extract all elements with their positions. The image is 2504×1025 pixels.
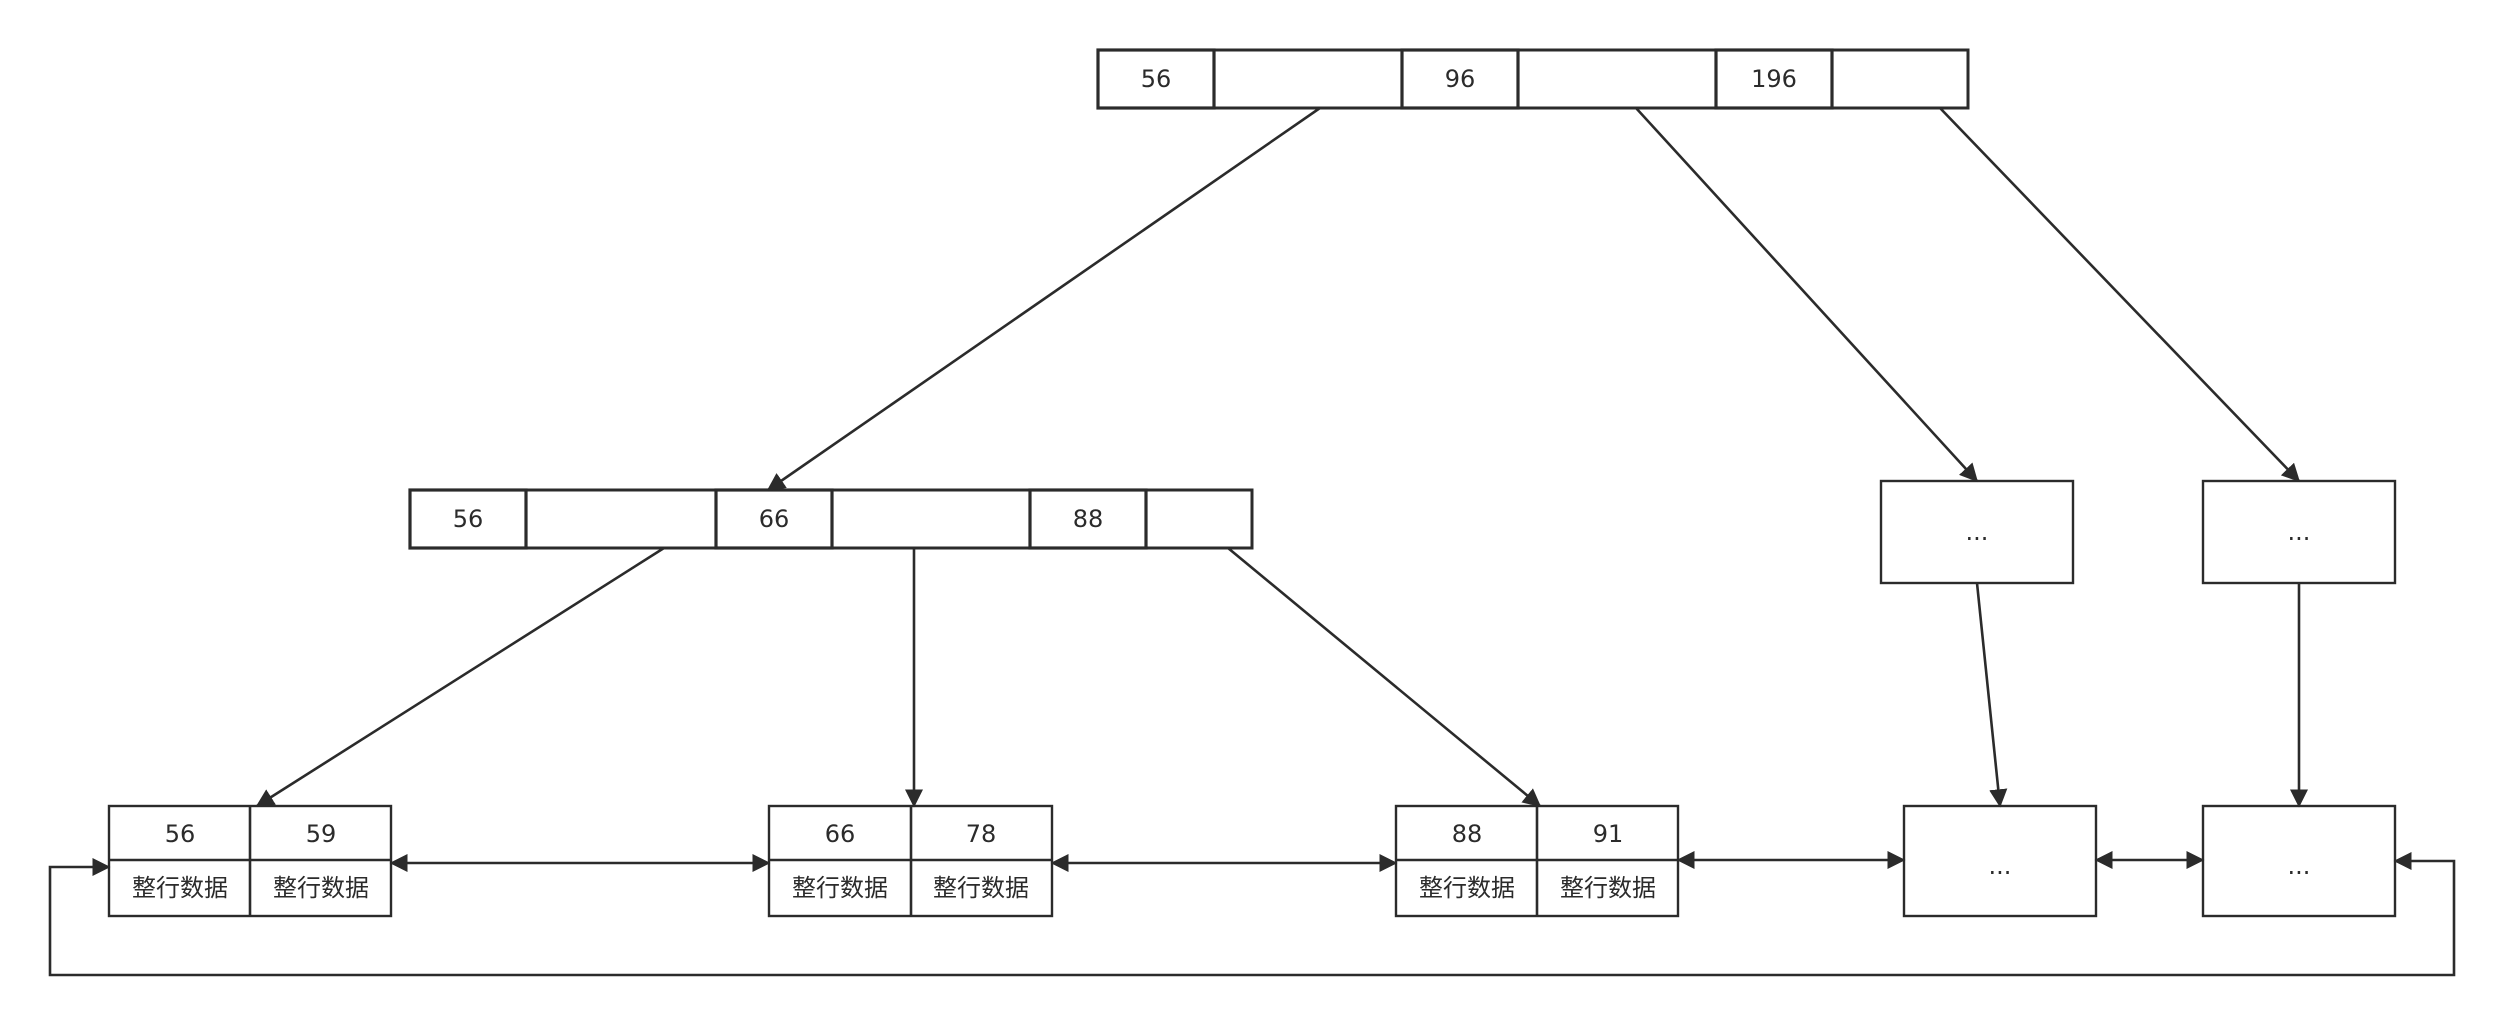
leaf-wraparound-arrow (48, 851, 2456, 977)
root-key-cell (1714, 48, 1834, 110)
leaf-node: 56 59 整行数据 整行数据 (107, 804, 393, 918)
placeholder-internal-node: ... (2201, 479, 2397, 585)
leaf-data-label: 整行数据 (273, 874, 369, 902)
internal-key-label: 56 (453, 505, 484, 533)
internal-to-leaf-arrow (255, 546, 665, 808)
internal-key-cell (408, 488, 528, 550)
root-key-cell (1400, 48, 1520, 110)
internal-to-leaf-arrow (1227, 546, 1542, 808)
internal-node: 56 66 88 (408, 488, 1254, 550)
placeholder-internal-label: ... (2288, 518, 2311, 546)
placeholder-leaf-label: ... (1989, 852, 2012, 880)
root-to-placeholder-arrow (1939, 107, 2301, 483)
root-key-label: 196 (1751, 65, 1797, 93)
root-to-internal-arrow (766, 106, 1321, 492)
leaf-key-label: 66 (825, 820, 856, 848)
leaf-node: 66 78 整行数据 整行数据 (767, 804, 1054, 918)
leaf-key-label: 59 (306, 820, 337, 848)
root-key-label: 96 (1445, 65, 1476, 93)
root-node-frame (1096, 48, 1970, 110)
root-to-placeholder-arrow (1635, 107, 1979, 483)
leaf-key-label: 78 (966, 820, 997, 848)
placeholder-leaf-node: ... (2201, 804, 2397, 918)
leaf-key-label: 88 (1452, 820, 1483, 848)
internal-key-label: 66 (759, 505, 790, 533)
root-key-cell (1096, 48, 1216, 110)
leaf-data-label: 整行数据 (1419, 874, 1515, 902)
root-node: 56 96 196 (1096, 48, 1970, 110)
internal-key-cell (714, 488, 834, 550)
placeholder-internal-node: ... (1879, 479, 2075, 585)
placeholder-leaf-label: ... (2288, 852, 2311, 880)
root-key-label: 56 (1141, 65, 1172, 93)
leaf-node: 88 91 整行数据 整行数据 (1394, 804, 1680, 918)
leaf-data-label: 整行数据 (792, 874, 888, 902)
leaf-data-label: 整行数据 (132, 874, 228, 902)
internal-key-cell (1028, 488, 1148, 550)
leaf-data-label: 整行数据 (933, 874, 1029, 902)
placeholder-internal-frame (1879, 479, 2075, 585)
placeholder-leaf-node: ... (1902, 804, 2098, 918)
leaf-data-label: 整行数据 (1560, 874, 1656, 902)
leaf-key-label: 56 (165, 820, 196, 848)
placeholder-to-leaf-arrow (1975, 582, 2008, 808)
internal-key-label: 88 (1073, 505, 1104, 533)
placeholder-internal-label: ... (1966, 518, 1989, 546)
leaf-key-label: 91 (1593, 820, 1624, 848)
